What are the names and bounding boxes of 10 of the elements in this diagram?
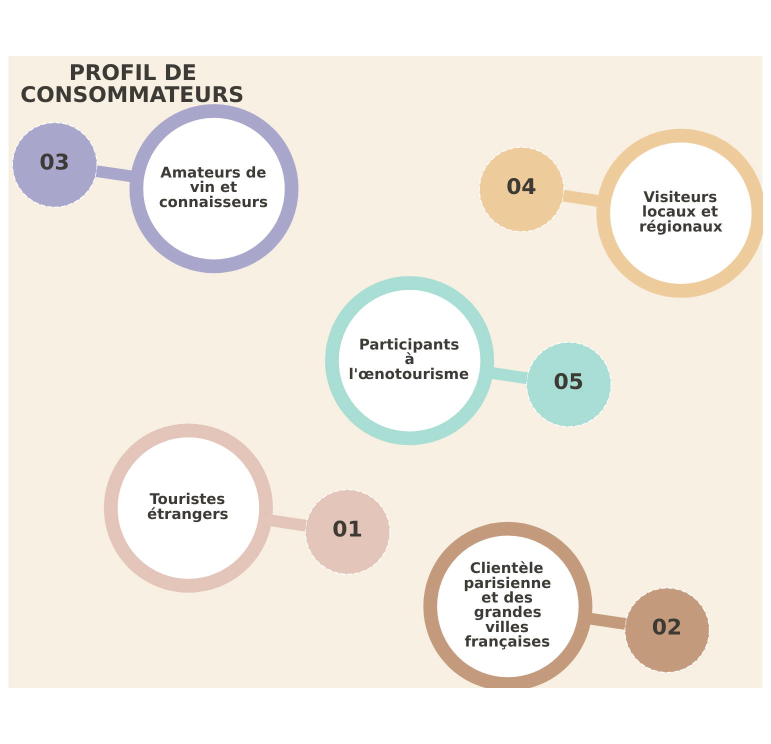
- node-circle: Clientèle parisienne et des grandes villes françaises: [423, 522, 592, 688]
- node-circle: 04: [478, 146, 564, 232]
- node-circle: Amateurs de vin et connaisseurs: [129, 104, 299, 274]
- node-circle: Visiteurs locaux et régionaux: [596, 128, 763, 298]
- node-circle: 01: [304, 489, 390, 575]
- node-circle: 05: [526, 342, 612, 428]
- node-circle: 03: [12, 122, 98, 208]
- node-circle: 02: [624, 587, 710, 673]
- node-circle: Participants à l'œnotourisme: [325, 276, 494, 446]
- node-circle: Touristes étrangers: [104, 424, 273, 593]
